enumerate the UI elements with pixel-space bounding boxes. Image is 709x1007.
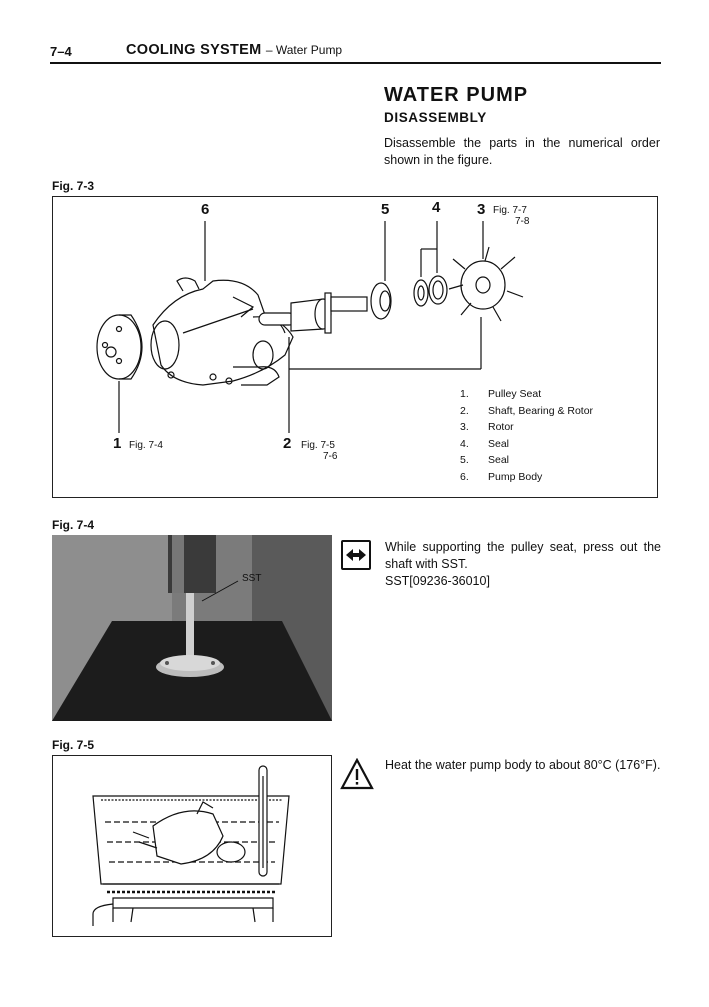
callout-6: 6 bbox=[201, 201, 210, 218]
callout-2: 2 bbox=[283, 435, 292, 452]
legend-item: 3.Rotor bbox=[460, 421, 514, 433]
fig4-label: Fig. 7-4 bbox=[52, 518, 95, 532]
callout-1-ref: Fig. 7-4 bbox=[129, 440, 163, 451]
page-subtitle: DISASSEMBLY bbox=[384, 110, 487, 125]
callout-3-ref2: 7-8 bbox=[515, 216, 530, 227]
fig4-instruction: While supporting the pulley seat, press … bbox=[385, 540, 661, 571]
press-photo-drawing bbox=[52, 535, 332, 721]
callout-3-ref1: Fig. 7-7 bbox=[493, 205, 527, 216]
fig3-label: Fig. 7-3 bbox=[52, 179, 95, 193]
page-title: WATER PUMP bbox=[384, 84, 529, 106]
fig5-instruction: Heat the water pump body to about 80°C (… bbox=[385, 758, 661, 772]
legend-item: 6.Pump Body bbox=[460, 470, 543, 483]
intro-text: Disassemble the parts in the numerical o… bbox=[384, 136, 660, 167]
section-header: COOLING SYSTEM – Water Pump bbox=[126, 42, 342, 58]
heating-bath-drawing bbox=[92, 765, 290, 926]
fig5-diagram bbox=[52, 755, 332, 937]
fig3-diagram: 6 5 4 3 Fig. 7-7 7-8 1 Fig. 7-4 2 Fig. 7… bbox=[52, 196, 658, 498]
press-out-icon bbox=[341, 540, 371, 570]
header-rule bbox=[50, 62, 661, 64]
sst-photo-label: SST bbox=[242, 573, 262, 584]
section-subtitle: – Water Pump bbox=[265, 43, 343, 57]
callout-2-ref1: Fig. 7-5 bbox=[301, 440, 335, 451]
legend-item: 5.Seal bbox=[460, 454, 510, 466]
press-photo: SST bbox=[52, 535, 332, 721]
parts-legend: 1.Pulley Seat 2.Shaft, Bearing & Rotor 3… bbox=[460, 388, 593, 487]
page-number: 7–4 bbox=[50, 44, 72, 59]
sst-number: SST[09236-36010] bbox=[385, 574, 490, 588]
callout-3: 3 bbox=[477, 201, 486, 218]
legend-item: 4.Seal bbox=[460, 437, 510, 450]
legend-item: 2.Shaft, Bearing & Rotor bbox=[460, 404, 594, 417]
legend-item: 1.Pulley Seat bbox=[460, 388, 542, 400]
warning-icon bbox=[340, 757, 374, 790]
fig5-label: Fig. 7-5 bbox=[52, 738, 95, 752]
system-title: COOLING SYSTEM bbox=[126, 42, 262, 58]
callout-2-ref2: 7-6 bbox=[323, 451, 338, 462]
callout-1: 1 bbox=[113, 435, 122, 452]
callout-4: 4 bbox=[432, 199, 441, 216]
callout-5: 5 bbox=[381, 201, 390, 218]
exploded-view-drawing bbox=[96, 221, 524, 433]
